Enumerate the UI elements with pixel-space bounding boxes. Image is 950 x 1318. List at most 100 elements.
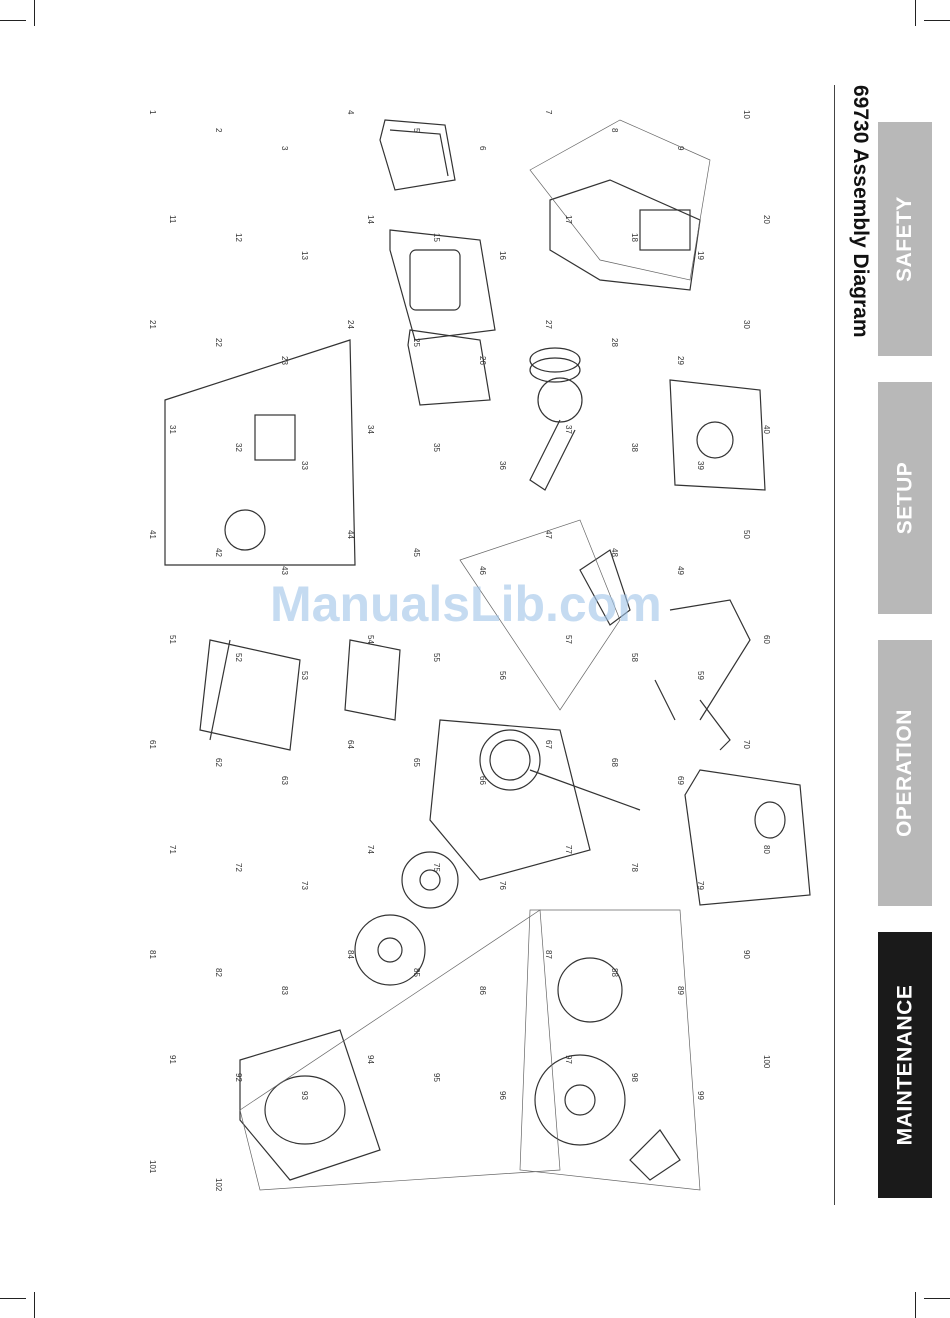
part-label: 8 [610,128,619,133]
part-label: 74 [366,845,375,854]
part-label: 86 [478,986,487,995]
part-label: 28 [610,338,619,347]
part-label: 54 [366,635,375,644]
part-label: 68 [610,758,619,767]
part-label: 17 [564,215,573,224]
cooling-fan [354,914,426,986]
part-label: 1 [148,110,157,115]
part-label: 5 [412,128,421,133]
flywheel [401,851,459,909]
part-label: 63 [280,776,289,785]
part-label: 3 [280,146,289,151]
page-title-wrap: 69730 Assembly Diagram [844,85,872,375]
crop-mark [924,1298,950,1299]
crop-mark [0,20,26,21]
part-label: 20 [762,215,771,224]
part-label: 90 [742,950,751,959]
part-label: 78 [630,863,639,872]
part-label: 58 [630,653,639,662]
part-label: 16 [498,251,507,260]
part-label: 41 [148,530,157,539]
part-label: 34 [366,425,375,434]
part-label: 97 [564,1055,573,1064]
carburetor-group [164,339,356,566]
part-label: 82 [214,968,223,977]
part-label: 73 [300,881,309,890]
muffler [549,179,701,291]
part-label: 101 [148,1160,157,1174]
part-label: 25 [412,338,421,347]
part-label: 79 [696,881,705,890]
part-label: 87 [544,950,553,959]
part-label: 57 [564,635,573,644]
head-gasket [407,329,491,406]
recoil-starter [534,1054,626,1146]
part-label: 81 [148,950,157,959]
group-outline [529,119,711,281]
part-label: 89 [676,986,685,995]
part-label: 7 [544,110,553,115]
part-label: 14 [366,215,375,224]
part-label: 48 [610,548,619,557]
part-label-group: 1234567891011121314151617181920212223242… [148,110,771,1192]
cylinder-head-cover [379,119,456,191]
part-label: 88 [610,968,619,977]
starter-handle [629,1129,681,1181]
part-label: 23 [280,356,289,365]
part-label: 60 [762,635,771,644]
part-label: 92 [234,1073,243,1082]
part-label: 31 [168,425,177,434]
part-label: 102 [214,1178,223,1192]
part-label: 6 [478,146,487,151]
part-label: 50 [742,530,751,539]
part-label: 22 [214,338,223,347]
part-label: 69 [676,776,685,785]
crop-mark [915,1292,916,1318]
part-label: 15 [432,233,441,242]
part-label: 9 [676,146,685,151]
part-label: 84 [346,950,355,959]
part-label: 95 [432,1073,441,1082]
part-label: 30 [742,320,751,329]
cylinder-head [389,229,496,341]
part-label: 93 [300,1091,309,1100]
part-label: 18 [630,233,639,242]
tab-setup[interactable]: SETUP [878,382,932,614]
crop-mark [0,1298,26,1299]
part-label: 53 [300,671,309,680]
part-label: 55 [432,653,441,662]
crop-mark [924,20,950,21]
crankshaft [579,549,631,626]
page-divider [834,85,835,1205]
group-outline [239,909,561,1191]
part-label: 2 [214,128,223,133]
part-label: 26 [478,356,487,365]
part-label: 37 [564,425,573,434]
tab-safety[interactable]: SAFETY [878,122,932,356]
part-label: 40 [762,425,771,434]
part-label: 67 [544,740,553,749]
crop-mark [915,0,916,26]
tab-maintenance-label: MAINTENANCE [893,984,917,1146]
part-label: 46 [478,566,487,575]
part-label: 66 [478,776,487,785]
group-outline [459,519,621,711]
part-label: 4 [346,110,355,115]
part-label: 43 [280,566,289,575]
part-label: 100 [762,1055,771,1069]
tab-maintenance[interactable]: MAINTENANCE [878,932,932,1198]
tab-operation-label: OPERATION [893,709,917,837]
page-title: 69730 Assembly Diagram [849,85,872,338]
part-label: 24 [346,320,355,329]
fan-shroud [239,1029,381,1181]
part-label: 51 [168,635,177,644]
part-label: 64 [346,740,355,749]
part-label: 38 [630,443,639,452]
part-label: 11 [168,215,177,224]
tab-operation[interactable]: OPERATION [878,640,932,906]
assembly-diagram: 1234567891011121314151617181920212223242… [148,110,811,1192]
part-label: 39 [696,461,705,470]
part-label: 27 [544,320,553,329]
part-label: 96 [498,1091,507,1100]
part-label: 56 [498,671,507,680]
